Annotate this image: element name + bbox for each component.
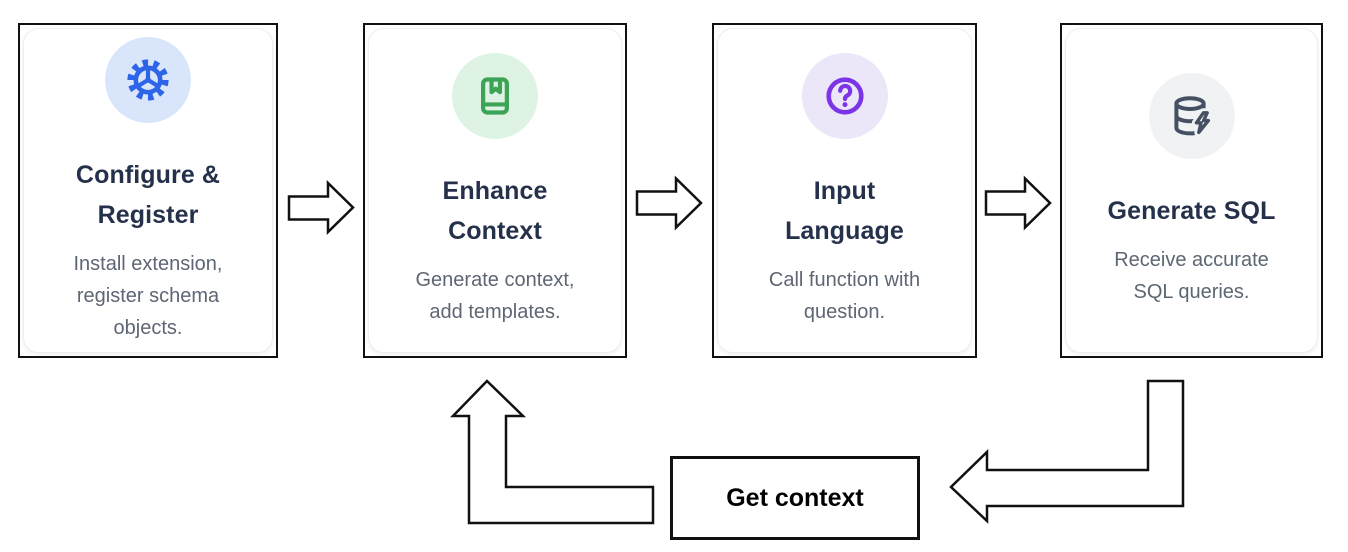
database-bolt-icon (1148, 73, 1235, 159)
card-description: Install extension, register schema objec… (73, 253, 223, 339)
card-title-line: Enhance (442, 177, 548, 205)
card-title: Enhance Context (443, 171, 548, 251)
step-card-input-language: Input Language Call function with questi… (712, 23, 977, 358)
card-panel: Input Language Call function with questi… (717, 28, 972, 353)
elbow-arrow-icon-getcontext-to-step2 (450, 379, 655, 525)
right-arrow-icon-step3-to-step4 (984, 175, 1052, 231)
step-card-enhance-context: Enhance Context Generate context, add te… (363, 23, 627, 358)
right-arrow-icon-step2-to-step3 (635, 175, 703, 231)
step-card-generate-sql: Generate SQL Receive accurate SQL querie… (1060, 23, 1323, 358)
card-panel: Enhance Context Generate context, add te… (368, 28, 622, 353)
right-arrow-icon-step1-to-step2 (287, 180, 355, 235)
card-title: Configure & Register (76, 155, 220, 235)
step-card-configure-register: Configure & Register Install extension, … (18, 23, 278, 358)
card-title-line: Context (448, 217, 542, 245)
card-panel: Configure & Register Install extension, … (23, 28, 273, 353)
card-panel: Generate SQL Receive accurate SQL querie… (1065, 28, 1318, 353)
card-title: Input Language (785, 171, 904, 251)
book-icon (452, 53, 538, 139)
card-title-line: Generate SQL (1107, 197, 1276, 225)
card-title-line: Configure & (75, 161, 221, 189)
card-description: Receive accurate SQL queries. (1114, 249, 1269, 303)
card-description: Generate context, add templates. (415, 269, 575, 323)
help-icon (801, 53, 888, 139)
card-title-line: Register (97, 201, 199, 229)
card-title: Generate SQL (1108, 191, 1276, 231)
get-context-box: Get context (670, 456, 920, 540)
elbow-arrow-icon-step4-to-getcontext (949, 379, 1185, 524)
gear-icon (105, 37, 191, 123)
card-description: Call function with question. (768, 269, 921, 323)
get-context-label: Get context (726, 483, 864, 512)
card-title-line: Language (785, 217, 904, 245)
card-title-line: Input (813, 177, 876, 205)
